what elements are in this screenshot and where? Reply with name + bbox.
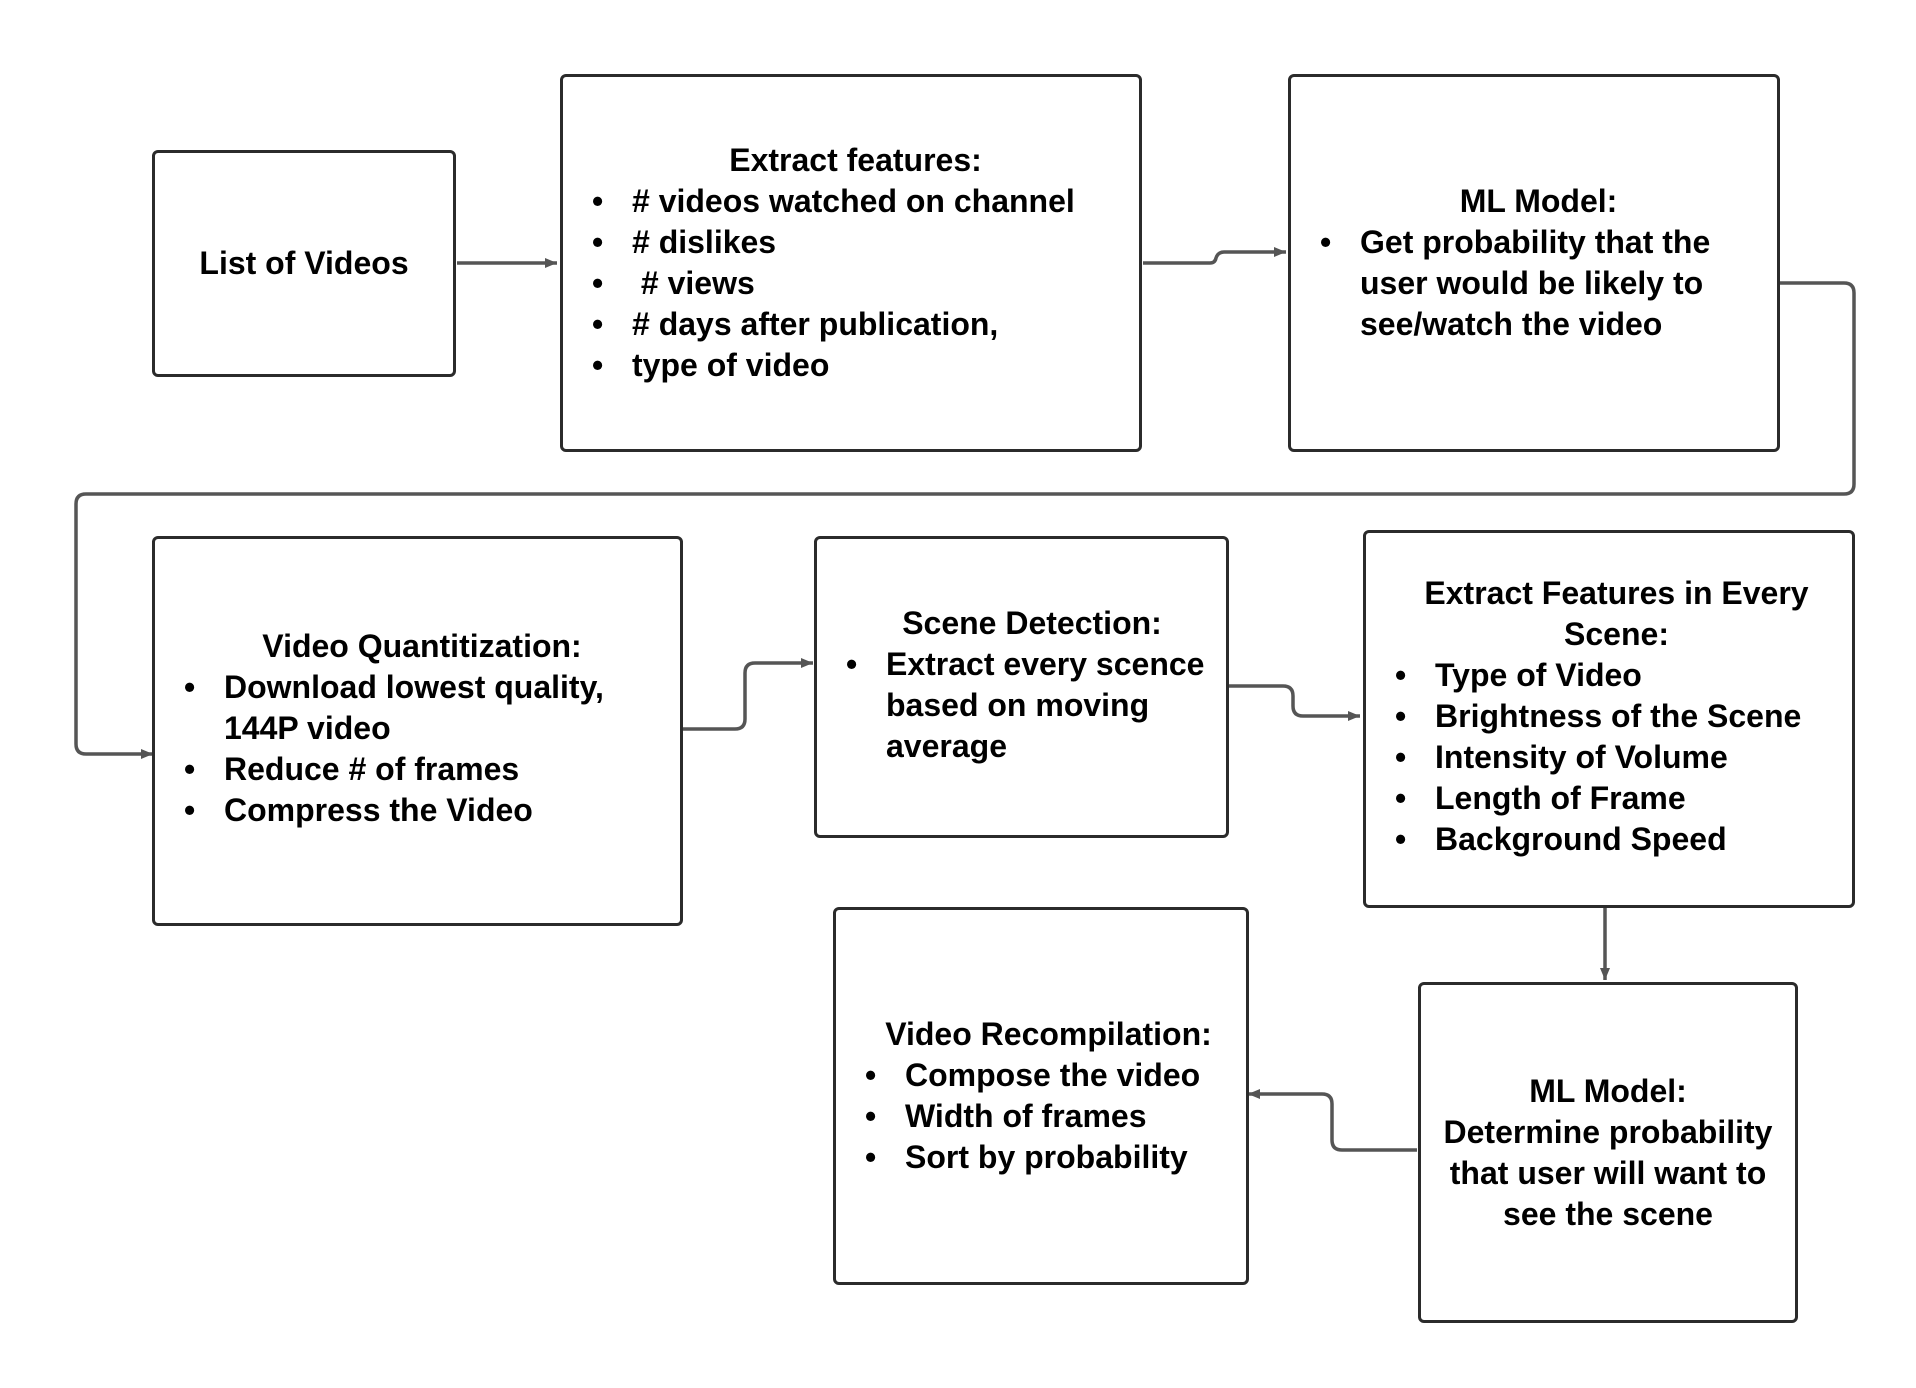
node-list-of-videos: List of Videos [152, 150, 456, 377]
list-item: Type of Video [1395, 655, 1838, 696]
node-title: Extract Features in Every Scene: [1424, 575, 1809, 652]
node-title: Scene Detection: [902, 605, 1162, 641]
list-item: Intensity of Volume [1395, 737, 1838, 778]
list-item: # videos watched on channel [592, 181, 1119, 222]
node-video-quantitization: Video Quantitization: Download lowest qu… [152, 536, 683, 926]
step-list: Compose the video Width of frames Sort b… [865, 1055, 1232, 1178]
node-video-recompilation: Video Recompilation: Compose the video W… [833, 907, 1249, 1285]
node-scene-detection: Scene Detection: Extract every scence ba… [814, 536, 1229, 838]
list-item: Download lowest quality, 144P video [184, 667, 660, 749]
list-item: type of video [592, 345, 1119, 386]
edge-ml1-to-quantitization [74, 281, 1856, 759]
node-title: Video Quantitization: [262, 628, 582, 664]
edge-scene-to-scene-features [1228, 684, 1360, 721]
list-item: Background Speed [1395, 819, 1838, 860]
list-item: Length of Frame [1395, 778, 1838, 819]
node-title: ML Model: [1529, 1072, 1687, 1109]
list-item: Get probability that the user would be l… [1320, 222, 1757, 345]
edge-extract-to-ml1 [1143, 247, 1286, 265]
node-title: ML Model: [1459, 183, 1618, 219]
node-ml-model-1: ML Model: Get probability that the user … [1288, 74, 1780, 452]
feature-list: Type of Video Brightness of the Scene In… [1395, 655, 1838, 860]
node-title: List of Videos [199, 245, 409, 281]
node-title: Video Recompilation: [885, 1016, 1212, 1052]
edge-ml2-to-recompilation [1248, 1089, 1417, 1152]
list-item: Width of frames [865, 1096, 1232, 1137]
node-title: Extract features: [729, 142, 982, 178]
list-item: Compress the Video [184, 790, 660, 831]
node-ml-model-2: ML Model: Determine probability that use… [1418, 982, 1798, 1323]
list-item: # dislikes [592, 222, 1119, 263]
list-item: Extract every scence based on moving ave… [846, 644, 1218, 767]
node-extract-scene-features: Extract Features in Every Scene: Type of… [1363, 530, 1855, 908]
step-list: Get probability that the user would be l… [1320, 222, 1757, 345]
list-item: Compose the video [865, 1055, 1232, 1096]
list-item: Reduce # of frames [184, 749, 660, 790]
edge-quantitization-to-scene [683, 658, 813, 731]
list-item: Sort by probability [865, 1137, 1232, 1178]
list-item: Brightness of the Scene [1395, 696, 1838, 737]
step-list: Extract every scence based on moving ave… [846, 644, 1218, 767]
list-item: # days after publication, [592, 304, 1119, 345]
feature-list: # videos watched on channel # dislikes #… [592, 181, 1119, 386]
list-item: # views [592, 263, 1119, 304]
node-body: Determine probability that user will wan… [1443, 1113, 1773, 1232]
node-extract-features: Extract features: # videos watched on ch… [560, 74, 1142, 452]
step-list: Download lowest quality, 144P video Redu… [184, 667, 660, 831]
